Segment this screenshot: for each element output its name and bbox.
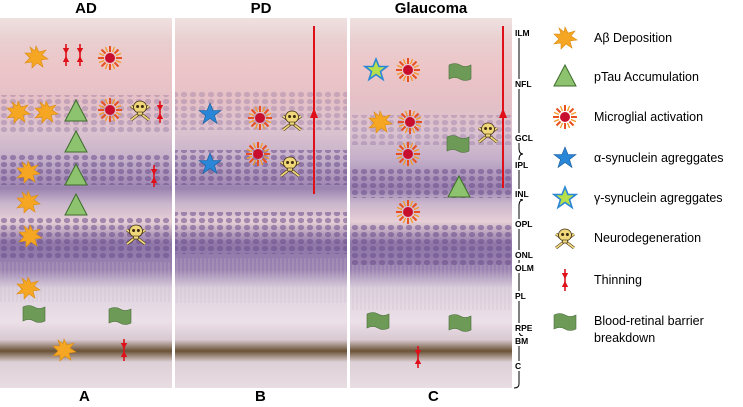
legend-label-gamma-synuclein: γ-synuclein agreggates: [594, 191, 723, 205]
microglia-sun-icon: [97, 97, 123, 123]
brb-flag-icon: [366, 312, 390, 330]
layer-label-ilm: ILM: [514, 28, 531, 38]
sun-icon: [552, 104, 578, 130]
burst-icon: [553, 26, 578, 50]
panel-c-markers: [364, 26, 507, 369]
microglia-sun-icon: [395, 57, 421, 83]
layer-label-olm: OLM: [514, 263, 535, 273]
panel-title-b: PD: [250, 0, 272, 17]
panel-title-a: AD: [75, 0, 97, 17]
flag-icon: [553, 313, 577, 331]
legend-label-brb: Blood-retinal barrier: [594, 314, 704, 328]
triangle-icon: [553, 64, 577, 87]
layer-label-ipl: IPL: [514, 160, 530, 170]
brb-flag-icon: [448, 63, 472, 81]
layer-label-opl: OPL: [514, 219, 534, 229]
layer-label-rpe: RPE: [514, 323, 534, 333]
brb-flag-icon: [448, 314, 472, 332]
panel-letter-c: C: [428, 388, 439, 405]
layer-label-inl: INL: [514, 189, 530, 199]
legend-label-ptau: pTau Accumulation: [594, 70, 699, 84]
layer-label-pl: PL: [514, 291, 527, 301]
panel-letter-b: B: [255, 388, 266, 405]
microglia-sun-icon: [397, 109, 423, 135]
microglia-sun-icon: [395, 141, 421, 167]
panel-letter-a: A: [79, 388, 90, 405]
brb-flag-icon: [22, 305, 46, 323]
panel-c-tissue: [350, 18, 512, 388]
skull-icon: [554, 227, 576, 250]
panel-b-markers: [198, 26, 318, 194]
legend-label-brb-line2: breakdown: [594, 331, 656, 345]
arrows-icon: [560, 268, 570, 292]
brb-flag-icon: [108, 307, 132, 325]
layer-label-bm: BM: [514, 336, 530, 346]
legend-label-alpha-synuclein: α-synuclein agreggates: [594, 151, 724, 165]
legend-label-neurodegeneration: Neurodegeneration: [594, 231, 702, 245]
panel-title-c: Glaucoma: [394, 0, 468, 17]
microglia-sun-icon: [247, 105, 273, 131]
layer-label-gcl: GCL: [514, 133, 534, 143]
layer-label-nfl: NFL: [514, 79, 533, 89]
microglia-sun-icon: [245, 141, 271, 167]
legend-icons: [552, 26, 578, 331]
legend-label-microglia: Microglial activation: [594, 110, 704, 124]
blue-star-icon: [553, 146, 577, 168]
panel-b-tissue: [175, 18, 347, 388]
green-star-icon: [553, 186, 577, 209]
legend-label-thinning: Thinning: [594, 273, 642, 287]
microglia-sun-icon: [395, 199, 421, 225]
microglia-sun-icon: [97, 45, 123, 71]
layer-label-c: C: [514, 361, 523, 371]
legend-label-abeta: Aβ Deposition: [594, 31, 673, 45]
layer-label-onl: ONL: [514, 250, 534, 260]
brb-flag-icon: [446, 135, 470, 153]
